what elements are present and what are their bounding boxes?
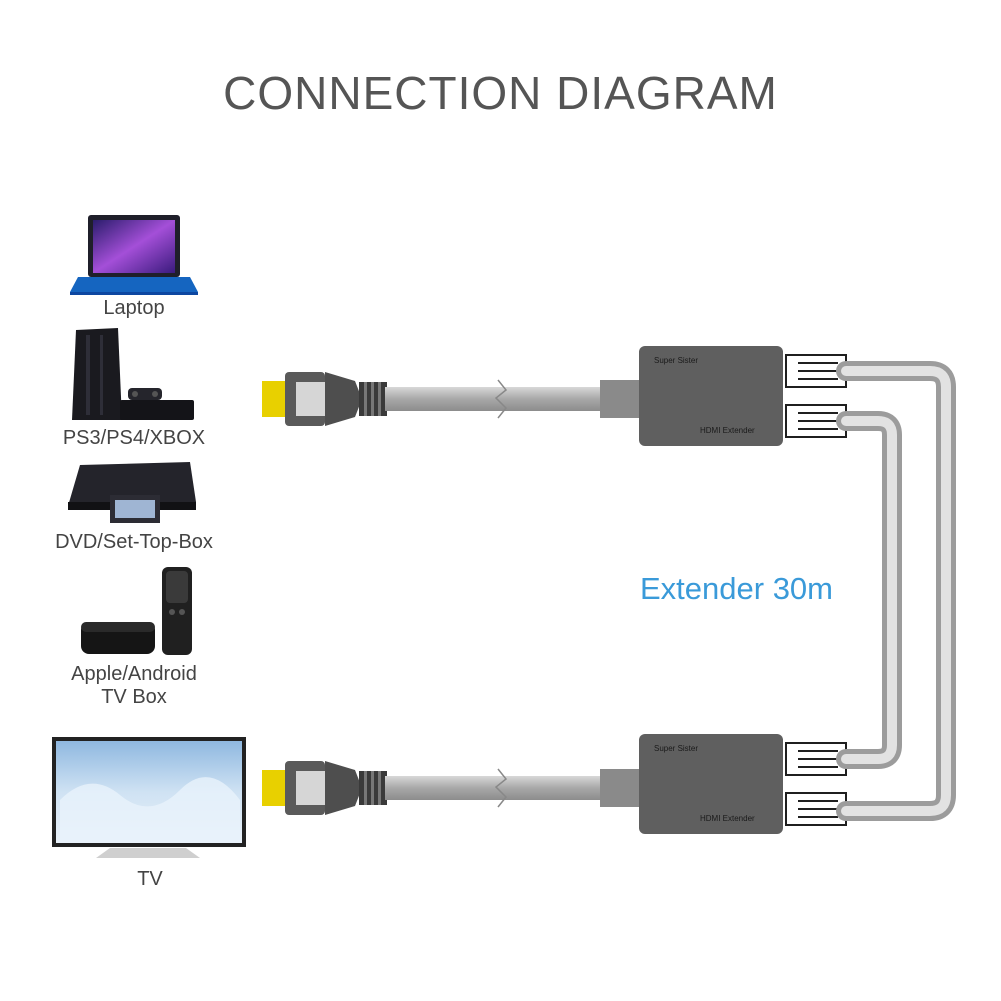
source-label-console: PS3/PS4/XBOX [40,427,228,450]
unit-text-top-b: HDMI Extender [700,426,755,435]
extender-unit-transmitter: Super Sister HDMI Extender [639,346,783,446]
tv-box-icon [81,567,192,655]
source-label-dvd: DVD/Set-Top-Box [30,531,238,554]
game-console-icon [72,328,194,420]
sink-label-tv: TV [100,868,200,891]
network-cable-inner [846,421,892,759]
unit-text-bottom-a: Super Sister [654,744,698,753]
dvd-player-icon [68,462,196,523]
tv-icon [52,737,246,858]
unit-text-top-a: Super Sister [654,356,698,365]
unit-text-bottom-b: HDMI Extender [700,814,755,823]
source-label-laptop: Laptop [60,297,208,320]
source-label-tvbox-line1: Apple/Android [40,663,228,686]
extender-unit-receiver: Super Sister HDMI Extender [639,734,783,834]
strain-relief-top [600,380,640,418]
laptop-icon [70,215,198,295]
hdmi-connector-top [262,372,387,426]
hdmi-connector-bottom [262,761,387,815]
strain-relief-bottom [600,769,640,807]
source-label-tvbox-line2: TV Box [40,686,228,709]
extender-distance-label: Extender 30m [640,571,833,607]
